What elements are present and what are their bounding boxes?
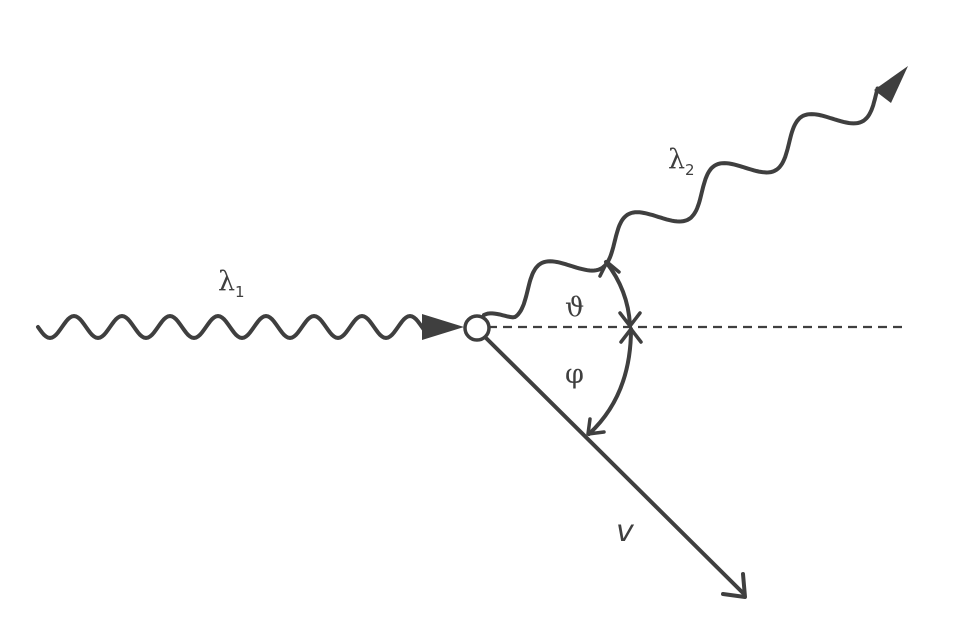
incident-arrowhead [422,314,464,340]
scattered-arrowhead [874,66,908,103]
incident-wavelength-label: λ [218,266,235,297]
phi-arrow-top [619,327,643,344]
scattered-photon-wave [482,86,880,320]
theta-arrow-top [598,260,621,278]
scattered-wavelength-subscript: 2 [685,161,695,179]
electron-path-line [483,335,745,595]
phi-angle-arc [587,327,633,436]
scattered-wavelength-label: λ [668,144,685,175]
electron-velocity-label: v [616,514,635,549]
incident-photon-wave [36,313,426,341]
photon-angle-label: ϑ [565,292,584,323]
theta-arrow-bottom [618,311,642,328]
incident-wavelength-subscript: 1 [235,283,245,301]
electron-arrowhead [721,572,747,599]
collision-point-circle [463,314,491,342]
electron-angle-label: φ [565,359,584,390]
phi-arrow-bottom [586,417,606,436]
theta-angle-arc [604,260,632,327]
